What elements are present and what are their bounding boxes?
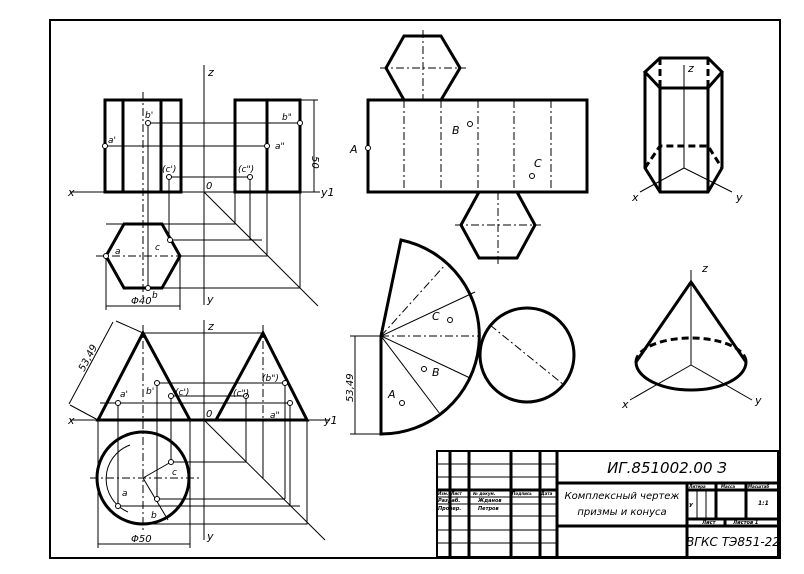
point-label: B	[452, 124, 460, 137]
point-label: (c")	[238, 165, 254, 175]
axis-label-y: y	[206, 293, 214, 306]
point-label: A	[387, 388, 396, 401]
point-label: a	[115, 247, 121, 257]
point-label: c	[155, 243, 160, 253]
axis-label-y: y	[754, 394, 762, 407]
isometric-prism: z x y	[631, 56, 743, 204]
column-header: Дата	[540, 491, 553, 496]
title-block: ИГ.851002.00 З Комплексный чертеж призмы…	[436, 450, 780, 558]
organization-code: ВГКС ТЭ851-22	[686, 535, 780, 549]
axis-label-z: z	[207, 320, 214, 333]
column-header: Изм.	[438, 491, 449, 496]
origin-label: 0	[206, 409, 212, 420]
checker-name: Петров	[478, 506, 499, 512]
point-label: c	[172, 468, 177, 478]
axis-label-x: x	[621, 398, 629, 411]
axis-label-y: y	[206, 530, 214, 543]
row-label: Провер.	[438, 506, 461, 512]
point-label: b'	[146, 387, 154, 397]
point-label: (c")	[233, 389, 249, 399]
cone-net: C B A 53,49	[345, 238, 576, 436]
prism-orthographic-views: z x y y1 0 b' a' (c') (c") b" a" a c b Φ…	[67, 65, 335, 310]
letter-value: У	[689, 503, 694, 509]
scale-value: 1:1	[758, 500, 769, 507]
axis-label-z: z	[701, 262, 708, 275]
isometric-cone: z x y	[621, 262, 762, 411]
axis-label-y1: y1	[323, 414, 338, 427]
drawing-title: призмы и конуса	[577, 507, 666, 518]
point-label: C	[534, 157, 542, 170]
point-label: a'	[120, 390, 128, 400]
dimension-diameter: Φ40	[131, 296, 152, 307]
dimension-height: 50	[309, 156, 320, 169]
sheet-frame	[49, 19, 781, 559]
column-header: Подпись	[512, 491, 532, 496]
column-header: Масштаб	[748, 484, 769, 489]
column-header: Литера	[688, 484, 706, 489]
axis-label-z: z	[207, 66, 214, 79]
point-label: a"	[275, 142, 285, 152]
point-label: a	[122, 489, 128, 499]
point-label: (c')	[175, 388, 189, 398]
document-number: ИГ.851002.00 З	[607, 459, 727, 477]
point-label: C	[432, 310, 440, 323]
sheet-label: Лист	[701, 520, 717, 526]
point-label: B	[432, 366, 440, 379]
axis-label-x: x	[67, 186, 75, 199]
point-label: (c')	[162, 165, 176, 175]
axis-label-z: z	[687, 62, 694, 75]
drawing-title: Комплексный чертеж	[565, 491, 680, 502]
dimension-generatrix: 53,49	[77, 343, 100, 373]
prism-net: A B C	[349, 30, 589, 264]
origin-label: 0	[206, 181, 212, 192]
column-header: Лист	[450, 491, 462, 496]
point-label: b'	[145, 111, 153, 121]
dimension-generatrix: 53,49	[345, 373, 356, 402]
axis-label-y: y	[735, 191, 743, 204]
cone-orthographic-views: z x y y1 0 a' b' (c') (c") (b") a" a c b…	[67, 320, 338, 548]
point-label: a'	[108, 136, 116, 146]
sheets-label: Листов 1	[732, 520, 758, 526]
point-label: a"	[270, 411, 280, 421]
point-label: b	[151, 511, 157, 521]
axis-label-y1: y1	[320, 186, 335, 199]
column-header: № докум.	[472, 491, 496, 496]
point-label: b"	[282, 113, 292, 123]
column-header: Масса	[721, 484, 735, 489]
point-label: (b")	[262, 374, 279, 384]
developer-name: Жданов	[477, 498, 502, 504]
point-label: b	[152, 291, 158, 301]
dimension-diameter: Φ50	[131, 534, 152, 545]
axis-label-x: x	[67, 414, 75, 427]
point-label: A	[349, 143, 358, 156]
row-label: Разраб.	[438, 497, 460, 504]
axis-label-x: x	[631, 191, 639, 204]
